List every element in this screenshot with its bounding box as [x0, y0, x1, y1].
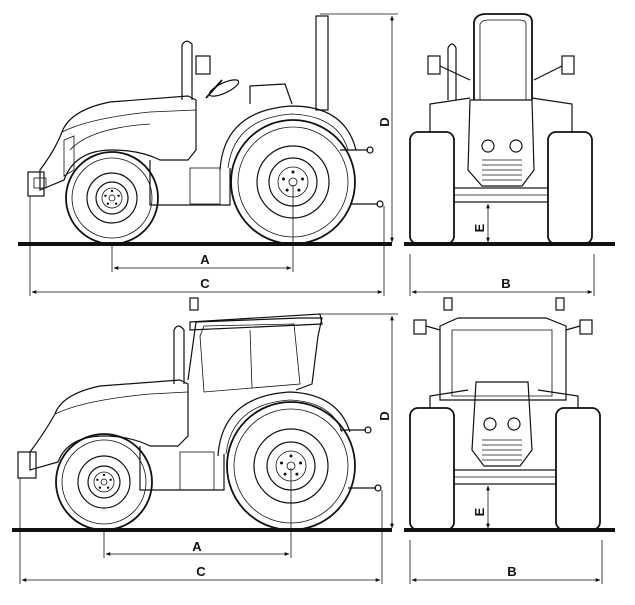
bottom-dimension-lines: D A C B E — [19, 313, 603, 584]
top-dim-label-b: B — [501, 276, 510, 291]
bottom-dim-label-b: B — [507, 564, 516, 579]
top-side-view-tractor — [18, 15, 392, 246]
top-dim-label-d: D — [377, 117, 392, 126]
bottom-dim-label-e: E — [472, 507, 487, 516]
top-front-wheel — [65, 151, 159, 245]
top-dim-label-c: C — [200, 276, 210, 291]
bottom-front-view-tractor — [404, 297, 615, 532]
top-dim-label-e: E — [472, 223, 487, 232]
bottom-side-view-tractor — [12, 297, 392, 532]
bottom-dim-label-a: A — [192, 539, 202, 554]
bottom-dim-label-c: C — [196, 564, 206, 579]
bottom-dim-label-d: D — [377, 411, 392, 420]
top-front-view-tractor — [404, 13, 615, 246]
bottom-front-wheel — [55, 433, 153, 531]
top-dim-label-a: A — [200, 252, 210, 267]
top-dimension-lines: D A C B E — [29, 13, 595, 296]
